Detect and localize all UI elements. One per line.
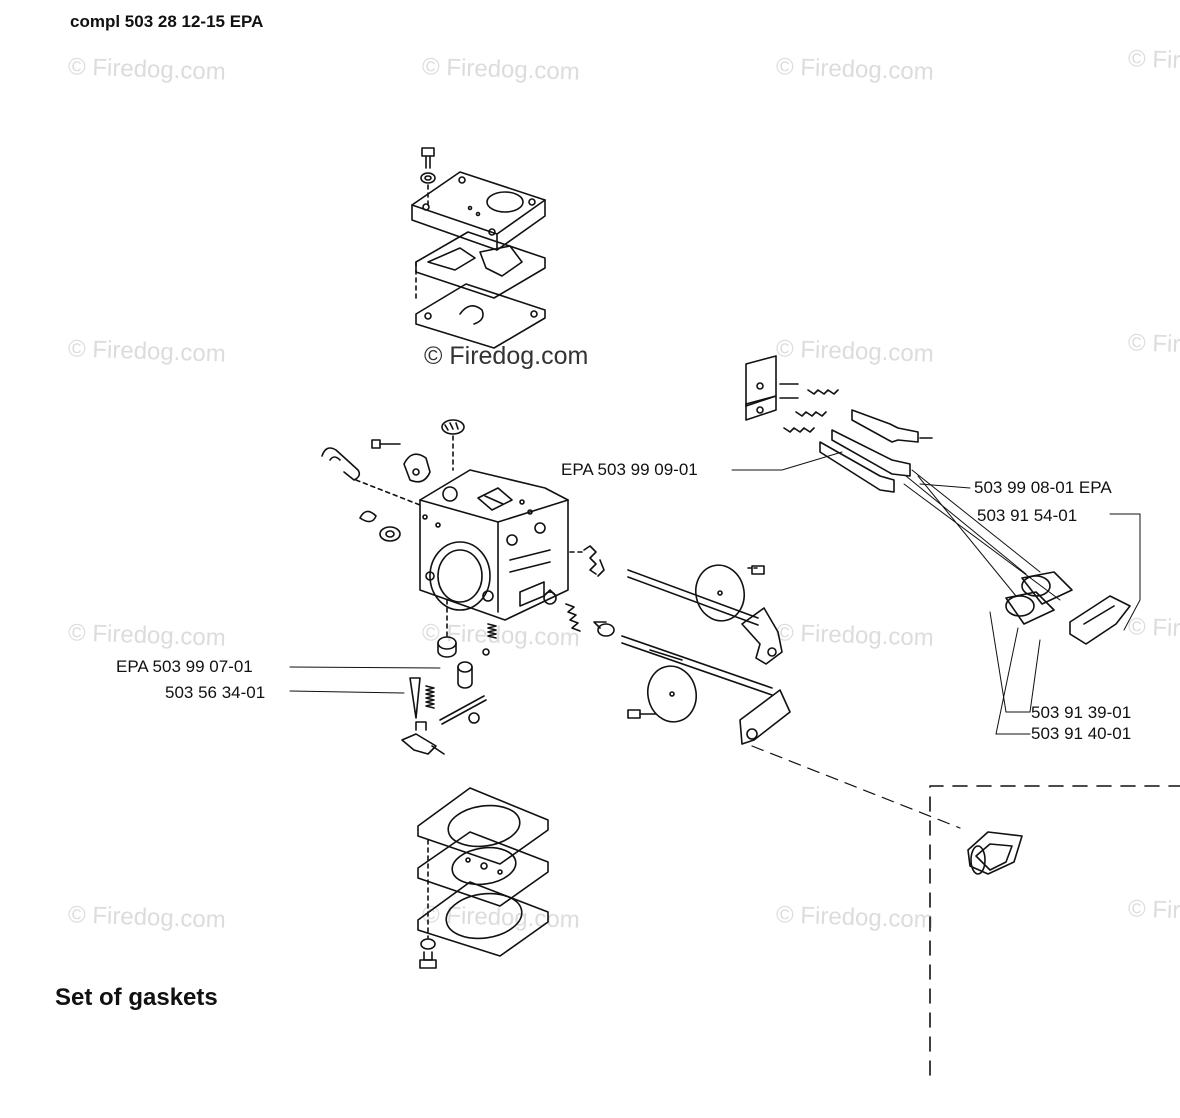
callout-label: 503 91 39-01 <box>1031 703 1132 722</box>
callout-leaders <box>289 451 1141 735</box>
adjustment-screws-group <box>745 355 1131 645</box>
throttle-shaft-group <box>543 545 791 745</box>
detail-frame <box>751 745 1180 1076</box>
callout-label: 503 56 34-01 <box>165 683 266 702</box>
callout-label: 503 99 08-01 EPA <box>974 478 1112 497</box>
callout-label: EPA 503 99 09-01 <box>561 460 698 479</box>
callout-label: 503 91 40-01 <box>1031 724 1132 743</box>
footer-caption: Set of gaskets <box>55 984 218 1011</box>
watermark-prominent: © Firedog.com <box>424 342 589 370</box>
carburetor-body <box>321 419 569 689</box>
bottom-gasket-set <box>417 787 549 969</box>
inlet-needle-group <box>401 677 487 755</box>
top-pump-cover-group <box>411 147 546 349</box>
callout-label: 503 91 54-01 <box>977 506 1078 525</box>
diagram-title: compl 503 28 12-15 EPA <box>70 12 264 31</box>
callout-label: EPA 503 99 07-01 <box>116 657 253 676</box>
